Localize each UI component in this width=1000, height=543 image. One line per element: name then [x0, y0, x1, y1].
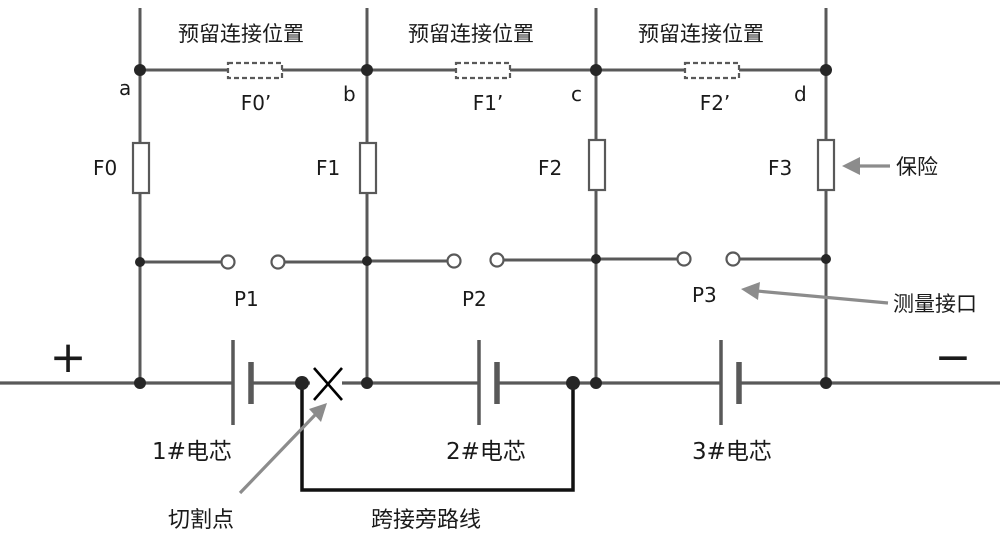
port-p3-terminal-right	[725, 251, 741, 267]
arrow-fuse-callout	[842, 157, 890, 175]
reserved-fuse-f2p	[683, 61, 741, 80]
fuse-f2	[587, 138, 607, 192]
fuse-f3	[816, 138, 836, 192]
measure-port-callout-label: 测量接口	[893, 292, 977, 316]
node-label-d: d	[794, 82, 807, 106]
node-label-b: b	[343, 82, 356, 106]
bypass-line-callout-label: 跨接旁路线	[371, 508, 481, 533]
junction-nodes	[134, 64, 832, 390]
port-p2-terminal-right	[489, 252, 505, 268]
fuse-label-f2: F2	[538, 156, 562, 180]
reserved-position-label-1: 预留连接位置	[178, 22, 304, 46]
negative-terminal-label: −	[935, 332, 972, 383]
arrow-cut-point-callout	[238, 403, 327, 495]
cell-label-3: 3#电芯	[692, 439, 772, 465]
reserved-fuse-f1p	[454, 61, 512, 80]
node-label-a: a	[119, 76, 131, 100]
reserved-position-label-2: 预留连接位置	[408, 22, 534, 46]
port-label-p1: P1	[234, 287, 259, 311]
positive-terminal-label: +	[50, 332, 87, 383]
node-label-c: c	[571, 82, 582, 106]
arrow-measure-port-callout	[741, 282, 889, 305]
port-label-p3: P3	[692, 283, 717, 307]
fuse-callout-label: 保险	[896, 155, 938, 179]
reserved-position-label-3: 预留连接位置	[638, 22, 764, 46]
bypass-jumper-wire	[300, 383, 575, 492]
fuse-f1	[358, 141, 378, 195]
port-p1-terminal-right	[270, 254, 286, 270]
cut-point-callout-label: 切割点	[168, 508, 234, 533]
reserved-fuse-label-f2p: F2’	[700, 91, 731, 115]
cell-label-1: 1#电芯	[152, 439, 232, 465]
reserved-fuse-f0p	[226, 61, 284, 80]
cell-label-2: 2#电芯	[446, 439, 526, 465]
reserved-fuse-label-f0p: F0’	[241, 91, 272, 115]
fuse-label-f0: F0	[93, 156, 117, 180]
port-label-p2: P2	[462, 287, 487, 311]
fuse-label-f1: F1	[316, 156, 340, 180]
fuse-label-f3: F3	[768, 156, 792, 180]
port-p2-terminal-left	[446, 253, 462, 269]
port-p3-terminal-left	[676, 251, 692, 267]
fuse-f0	[131, 141, 151, 195]
cut-mark-icon	[313, 367, 343, 401]
port-p1-terminal-left	[220, 254, 236, 270]
reserved-fuse-label-f1p: F1’	[473, 91, 504, 115]
